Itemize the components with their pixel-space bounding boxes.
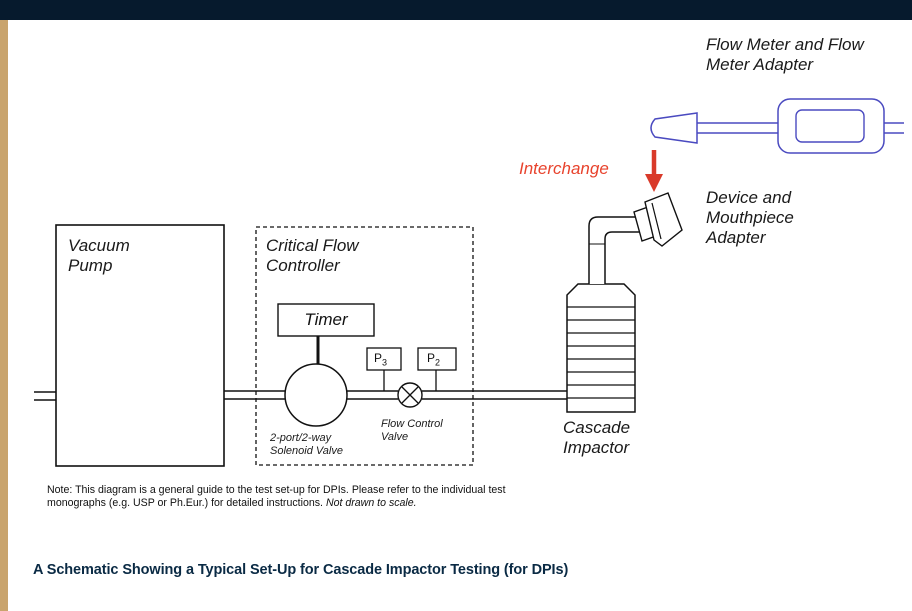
cascade-label-line2: Impactor [563,438,630,458]
flow-meter-label-line2: Meter Adapter [706,55,814,75]
vacuum-pump-box [55,224,225,467]
flow-meter-display [795,109,865,143]
critical-flow-label: Critical Flow Controller [266,236,359,276]
cascade-impactor-label: Cascade Impactor [563,418,630,458]
p3-letter: P [374,351,383,365]
solenoid-valve [284,363,348,427]
critical-flow-label-line1: Critical Flow [266,236,359,255]
device-label: Device and Mouthpiece Adapter [706,188,794,248]
cascade-label-line1: Cascade [563,418,631,437]
timer-box [277,303,375,337]
inhaler-device [644,192,683,247]
induction-port [588,216,641,284]
flow-meter-label-line1: Flow Meter and Flow [706,35,864,54]
solenoid-label-line2: Solenoid Valve [270,445,343,458]
interchange-label: Interchange [519,159,609,178]
cascade-impactor [566,283,636,413]
p2-subscript: 2 [435,357,441,368]
solenoid-valve-label: 2-port/2-way Solenoid Valve [270,432,343,458]
note-emphasis: Not drawn to scale. [325,497,417,510]
device-label-line3: Adapter [706,228,766,248]
p2-label: P2 [427,351,440,367]
p3-subscript: 3 [382,357,388,368]
note-text: Note: This diagram is a general guide to… [47,484,506,510]
left-accent-bar [0,20,8,611]
flow-control-label-line1: Flow Control [381,418,443,430]
flow-meter-label: Flow Meter and Flow Meter Adapter [706,35,864,75]
vacuum-pump-label: Vacuum Pump [68,236,130,276]
top-header-bar [0,0,912,20]
diagram-note: Note: This diagram is a general guide to… [47,484,527,510]
timer-label: Timer [304,310,348,329]
interchange-arrow-head [645,174,663,192]
flow-control-valve-label: Flow Control Valve [381,418,443,444]
figure-caption: A Schematic Showing a Typical Set-Up for… [33,562,569,578]
impactor-stages [567,306,635,399]
critical-flow-label-line2: Controller [266,256,340,276]
vacuum-pump-label-line2: Pump [68,256,113,276]
device-label-line1: Device and [706,188,792,207]
p2-gauge [417,347,457,371]
critical-flow-controller-box [255,226,474,466]
device-label-line2: Mouthpiece [706,208,794,228]
p3-label: P3 [374,351,387,367]
p2-letter: P [427,351,436,365]
vacuum-pump-label-line1: Vacuum [68,236,130,255]
solenoid-label-line1: 2-port/2-way [270,432,332,444]
flow-meter-adapter [650,112,698,144]
flow-control-label-line2: Valve [381,431,409,444]
